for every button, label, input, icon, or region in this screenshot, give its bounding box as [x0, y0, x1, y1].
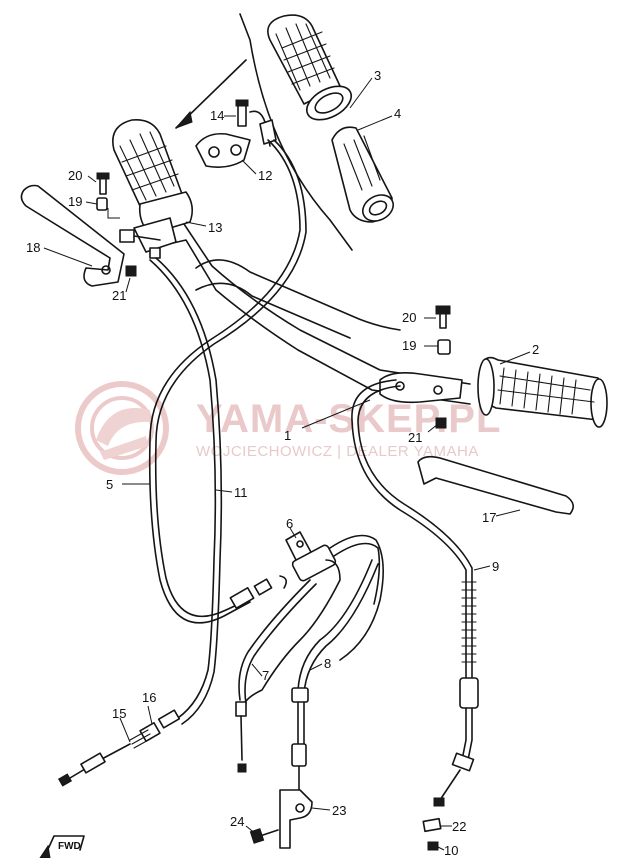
label-23: 23: [332, 803, 346, 818]
junction-6: [241, 531, 384, 715]
label-20-right: 20: [402, 310, 416, 325]
label-22: 22: [452, 819, 466, 834]
brake-lever-17: [417, 455, 574, 515]
label-2: 2: [532, 342, 539, 357]
yamaha-skep-logo: [75, 381, 169, 475]
brake-cable-9: [351, 379, 479, 807]
label-9: 9: [492, 559, 499, 574]
throttle-cable-5: [148, 139, 307, 624]
grip-3: [267, 14, 352, 121]
label-21-right: 21: [408, 430, 422, 445]
label-13: 13: [208, 220, 222, 235]
label-4: 4: [394, 106, 401, 121]
label-19-right: 19: [402, 338, 416, 353]
label-17: 17: [482, 510, 496, 525]
label-8: 8: [324, 656, 331, 671]
pin-10: [427, 841, 439, 851]
label-16: 16: [142, 690, 156, 705]
clamp-12: [195, 132, 251, 168]
cable-7: [235, 579, 317, 773]
optional-grip-bracket: [175, 13, 353, 251]
label-24: 24: [230, 814, 244, 829]
collar-19-right: [437, 339, 451, 355]
label-11: 11: [234, 485, 248, 500]
label-12: 12: [258, 168, 272, 183]
adjuster-left: [119, 229, 161, 259]
throttle-sleeve-4: [331, 126, 395, 223]
bracket-23: [279, 789, 313, 849]
clutch-cable-11: [57, 257, 223, 787]
leader-lines: [43, 77, 531, 851]
label-7: 7: [262, 668, 269, 683]
fwd-direction-badge: FWD: [39, 835, 85, 858]
label-18: 18: [26, 240, 40, 255]
label-20-left: 20: [68, 168, 82, 183]
collar-19-left: [96, 197, 108, 211]
nut-21-right: [435, 417, 447, 429]
label-6: 6: [286, 516, 293, 531]
right-grip-2: [477, 356, 608, 428]
part-labels: 3 4 14 12 13 20 19 18 21 20 19 2 21 1 5 …: [26, 68, 539, 858]
fwd-label: FWD: [58, 841, 81, 852]
clutch-lever-18: [20, 184, 125, 287]
label-1: 1: [284, 428, 291, 443]
left-grip: [112, 118, 194, 253]
label-10: 10: [444, 843, 458, 858]
cable-8: [291, 559, 379, 801]
label-5: 5: [106, 477, 113, 492]
pin-22: [422, 817, 442, 833]
label-19-left: 19: [68, 194, 82, 209]
screw-24: [249, 828, 279, 844]
handlebar-1: [147, 211, 471, 405]
label-14: 14: [210, 108, 224, 123]
label-15: 15: [112, 706, 126, 721]
screw-14: [235, 99, 277, 147]
watermark: YAMA-SKEP.PL WOJCIECHOWICZ | DEALER YAMA…: [75, 381, 501, 475]
bolt-20-left: [96, 172, 110, 195]
bolt-20-right: [435, 305, 451, 329]
nut-21-left: [125, 265, 137, 277]
watermark-title: YAMA-SKEP.PL: [196, 397, 501, 441]
watermark-subtitle: WOJCIECHOWICZ | DEALER YAMAHA: [196, 443, 479, 460]
label-3: 3: [374, 68, 381, 83]
label-21-left: 21: [112, 288, 126, 303]
